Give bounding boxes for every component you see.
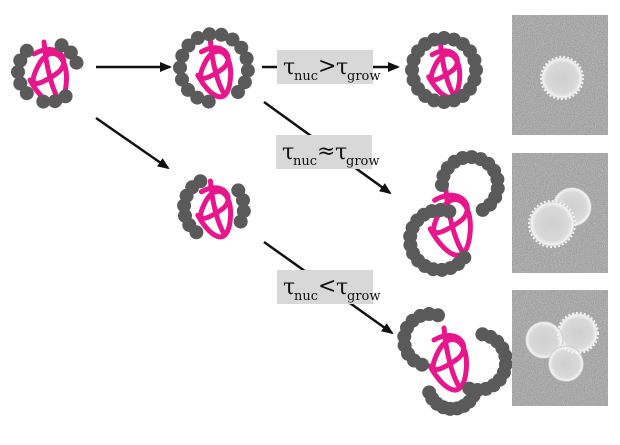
single-capsule: [405, 31, 483, 109]
label-top-op: >: [318, 54, 336, 79]
label-middle-sub1: nuc: [293, 154, 317, 169]
trimer-micrograph: [512, 290, 608, 406]
arrow-start-to-middle: [95, 116, 170, 170]
label-bottom-sub2: grow: [347, 289, 381, 304]
trimer-cluster: [397, 307, 513, 416]
label-top-symbol: τ: [283, 55, 295, 80]
dimer-cluster: [403, 150, 505, 277]
label-middle: τ nuc ≈ τ grow: [276, 135, 380, 169]
label-middle-op: ≈: [317, 139, 335, 164]
label-bottom-symbol: τ: [283, 275, 295, 300]
label-top-sub2: grow: [347, 69, 381, 84]
label-middle-sub2: grow: [346, 154, 380, 169]
label-top-sub1: nuc: [294, 69, 318, 84]
label-top: τ nuc > τ grow: [277, 50, 381, 84]
growing-capsule: [173, 27, 255, 109]
label-bottom-symbol-2: τ: [336, 275, 348, 300]
dimer-micrograph: [512, 153, 608, 273]
label-top-symbol-2: τ: [336, 55, 348, 80]
label-bottom-sub1: nuc: [294, 289, 318, 304]
particle-clusters: [11, 27, 513, 416]
label-bottom-op: <: [318, 274, 336, 299]
middle-intermediate: [177, 174, 251, 240]
label-middle-symbol-2: τ: [335, 140, 347, 165]
label-middle-symbol: τ: [282, 140, 294, 165]
single-capsule-micrograph: [512, 15, 608, 135]
initial-cluster: [11, 38, 84, 109]
label-bottom: τ nuc < τ grow: [277, 270, 381, 304]
micrograph-panels: [512, 15, 608, 406]
